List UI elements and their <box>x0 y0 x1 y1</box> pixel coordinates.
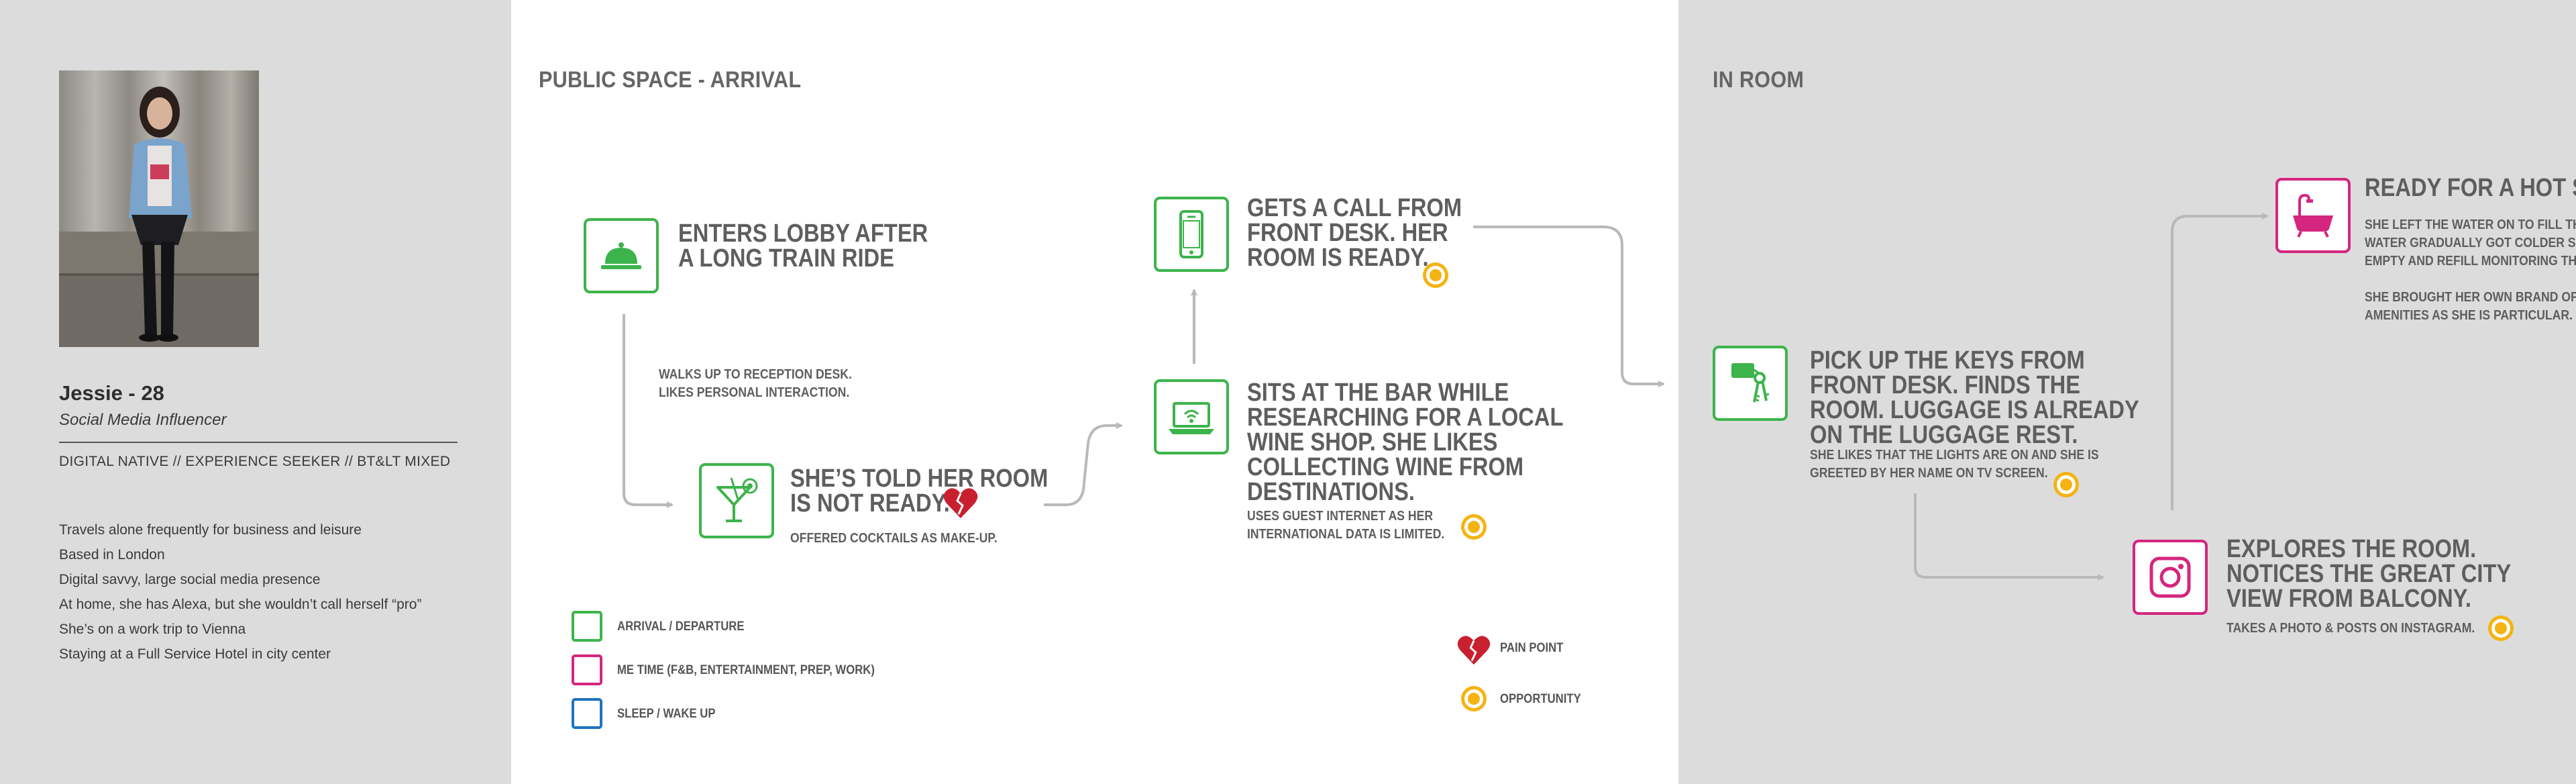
step-explore-note: TAKES A PHOTO & POSTS ON INSTAGRAM. <box>2226 621 2475 636</box>
section-title-arrival: PUBLIC SPACE - ARRIVAL <box>539 67 802 93</box>
opportunity-marker <box>1461 514 1487 540</box>
persona-name: Jessie - 28 <box>59 381 164 405</box>
step-bar-title: SITS AT THE BAR WHILE RESEARCHING FOR A … <box>1247 379 1564 506</box>
key-label-opportunity: OPPORTUNITY <box>1500 692 1581 706</box>
persona-fact: She’s on a work trip to Vienna <box>59 622 246 637</box>
cocktail-icon <box>716 477 758 522</box>
legend-swatch-sleep <box>572 698 602 729</box>
persona-photo <box>59 70 259 347</box>
step-bar-note: USES GUEST INTERNET AS HER INTERNATIONAL… <box>1247 509 1445 542</box>
key-label-pain-point: PAIN POINT <box>1500 641 1564 655</box>
step-call-title: GETS A CALL FROM FRONT DESK. HER ROOM IS… <box>1247 194 1462 272</box>
step-not-ready-icon-box <box>699 463 774 538</box>
step-keys-icon-box <box>1713 346 1788 421</box>
step-keys-title: PICK UP THE KEYS FROM FRONT DESK. FINDS … <box>1810 346 2139 449</box>
step-shower-title: READY FOR A HOT SHOWER <box>2365 174 2576 202</box>
step-lobby-icon-box <box>584 218 659 293</box>
legend-label-sleep: SLEEP / WAKE UP <box>617 707 716 721</box>
key-broken-heart-icon <box>1457 636 1491 665</box>
phone-icon <box>1179 210 1203 258</box>
step-call-icon-box <box>1154 197 1229 272</box>
persona-fact: Based in London <box>59 547 165 562</box>
service-bell-icon <box>601 242 641 269</box>
step-not-ready-note: OFFERED COCKTAILS AS MAKE-UP. <box>790 531 998 546</box>
opportunity-marker <box>2488 616 2514 641</box>
step-shower-icon-box <box>2275 178 2351 253</box>
legend-swatch-arrival <box>572 611 602 642</box>
key-opportunity-marker <box>1461 686 1487 712</box>
persona-divider <box>59 442 458 443</box>
legend-label-arrival: ARRIVAL / DEPARTURE <box>617 620 745 634</box>
legend-label-me-time: ME TIME (F&B, ENTERTAINMENT, PREP, WORK) <box>617 663 875 677</box>
step-not-ready-title: SHE’S TOLD HER ROOM IS NOT READY. <box>790 464 1049 518</box>
step-lobby-title: ENTERS LOBBY AFTER A LONG TRAIN RIDE <box>678 219 928 273</box>
persona-facts: Travels alone frequently for business an… <box>59 518 421 667</box>
step-explore-icon-box <box>2133 540 2208 615</box>
laptop-wifi-icon <box>1169 402 1214 434</box>
persona-fact: Staying at a Full Service Hotel in city … <box>59 646 331 662</box>
persona-fact: Digital savvy, large social media presen… <box>59 572 321 587</box>
step-reception-note: WALKS UP TO RECEPTION DESK. LIKES PERSON… <box>659 367 852 400</box>
instagram-icon <box>2149 556 2191 598</box>
step-bar-icon-box <box>1154 379 1229 454</box>
step-keys-note: SHE LIKES THAT THE LIGHTS ARE ON AND SHE… <box>1810 448 2099 481</box>
keys-icon <box>1731 363 1770 403</box>
persona-role: Social Media Influencer <box>59 411 227 429</box>
legend-swatch-me-time <box>572 654 602 685</box>
persona-fact: Travels alone frequently for business an… <box>59 522 362 538</box>
section-title-in-room: IN ROOM <box>1713 67 1805 93</box>
pain-point-broken-heart-icon <box>943 488 978 518</box>
bathtub-icon <box>2293 193 2333 238</box>
in-room-panel <box>1678 0 2576 784</box>
step-shower-note: SHE LEFT THE WATER ON TO FILL THE TUB WA… <box>2365 217 2576 323</box>
persona-tags: DIGITAL NATIVE // EXPERIENCE SEEKER // B… <box>59 454 451 469</box>
opportunity-marker <box>2053 472 2079 497</box>
opportunity-marker <box>1423 262 1448 288</box>
persona-fact: At home, she has Alexa, but she wouldn’t… <box>59 597 422 612</box>
step-explore-title: EXPLORES THE ROOM. NOTICES THE GREAT CIT… <box>2226 535 2512 613</box>
